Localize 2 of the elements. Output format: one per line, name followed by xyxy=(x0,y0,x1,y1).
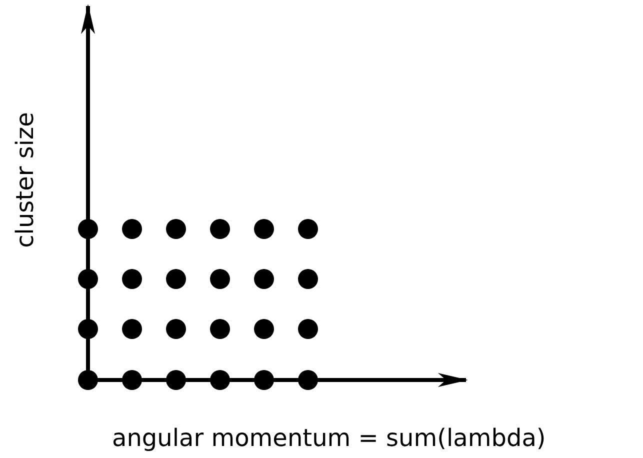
axis-title: cluster size xyxy=(11,112,39,248)
axis-title: angular momentum = sum(lambda) xyxy=(112,424,546,452)
